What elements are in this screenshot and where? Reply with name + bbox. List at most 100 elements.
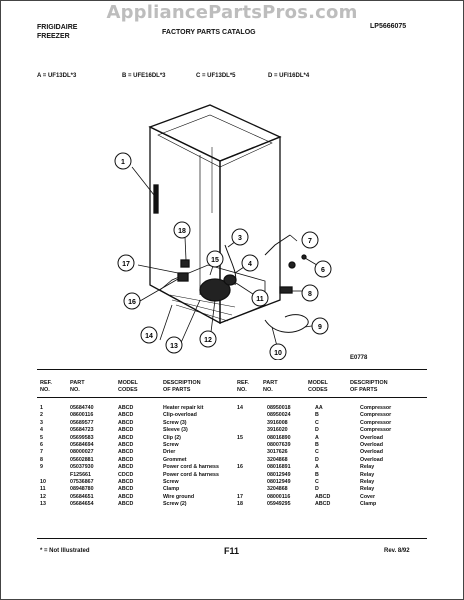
callout-18: 18 <box>173 221 191 239</box>
cell-desc: Relay <box>360 471 375 478</box>
cell-desc: Relay <box>360 464 375 471</box>
cell-ref: 6 <box>40 441 43 448</box>
cell-codes: A <box>315 434 319 441</box>
cell-codes: D <box>315 456 319 463</box>
svg-text:16: 16 <box>128 299 136 306</box>
cabinet-front <box>219 136 281 324</box>
cell-desc: Screw (2) <box>163 501 187 508</box>
cell-part: 3017626 <box>267 449 288 456</box>
cell-codes: AA <box>315 405 323 411</box>
cell-part: 08012949 <box>267 471 291 478</box>
cell-codes: ABCD <box>118 449 134 456</box>
callout-10: 10 <box>269 343 287 360</box>
table-bottom-rule <box>37 538 427 539</box>
cell-part: F125661 <box>70 471 91 478</box>
cell-desc: Screw <box>163 441 179 448</box>
cell-codes: C <box>315 419 319 426</box>
cell-desc: Power cord & harness <box>163 471 219 478</box>
cell-part: 07536867 <box>70 478 94 485</box>
table-row: 08012949 C Relay <box>237 479 427 486</box>
cell-codes: B <box>315 441 319 448</box>
cell-ref: 7 <box>40 449 43 456</box>
cell-codes: ABCD <box>118 434 134 441</box>
cell-part: 08000116 <box>267 493 291 500</box>
cell-desc: Cover <box>360 493 376 500</box>
watermark: AppliancePartsPros.com <box>106 2 358 23</box>
cell-part: 05684723 <box>70 427 94 434</box>
callout-3: 3 <box>231 228 249 246</box>
cell-codes: C <box>315 449 319 456</box>
cell-desc: Screw (3) <box>163 419 187 426</box>
cell-codes: ABCD <box>118 464 134 471</box>
cell-part: 08000027 <box>70 449 94 456</box>
cell-desc: Overload <box>360 456 383 463</box>
cell-part: 3204868 <box>267 456 288 463</box>
cell-ref: 5 <box>40 434 43 441</box>
cell-desc: Clamp <box>163 486 180 493</box>
cell-desc: Compressor <box>360 427 392 434</box>
cell-ref: 1 <box>40 405 43 411</box>
cabinet-top <box>148 104 282 162</box>
table-row: 3204868 D Overload <box>237 457 427 464</box>
cell-part: 05689577 <box>70 419 94 426</box>
callout-6: 6 <box>314 260 332 278</box>
callout-9: 9 <box>311 317 329 335</box>
cell-part: 08016891 <box>267 464 291 471</box>
model-a: A = UF13DL*3 <box>37 73 77 79</box>
svg-text:18: 18 <box>178 228 186 235</box>
cell-desc: Relay <box>360 478 375 485</box>
footnote: * = Not Illustrated <box>40 548 90 554</box>
table-row: 08012949 B Relay <box>237 472 427 479</box>
cell-codes: B <box>315 471 319 478</box>
callout-7: 7 <box>301 231 319 249</box>
catalog-number: LP5666075 <box>370 23 407 30</box>
svg-text:17: 17 <box>122 261 130 268</box>
cell-ref: 10 <box>40 478 46 485</box>
col-ref-left: REF.NO. <box>40 380 52 393</box>
cell-desc: Sleeve (3) <box>163 427 188 434</box>
cell-codes: C <box>315 478 319 485</box>
callout-8: 8 <box>301 284 319 302</box>
brand-line-1: FRIGIDAIRE <box>37 24 78 31</box>
svg-text:6: 6 <box>321 267 325 274</box>
header-rule <box>37 397 427 398</box>
cell-ref: 16 <box>237 464 243 471</box>
table-row: 3017626 C Overload <box>237 449 427 456</box>
brand-line-2: FREEZER <box>37 33 70 40</box>
cell-desc: Overload <box>360 449 383 456</box>
cell-part: 08948780 <box>70 486 94 493</box>
cell-desc: Clamp <box>360 501 377 508</box>
cell-part: 05684740 <box>70 405 94 411</box>
model-b: B = UFE16DL*3 <box>122 73 166 79</box>
cell-ref: 9 <box>40 464 43 471</box>
callout-17: 17 <box>117 254 135 272</box>
callout-13: 13 <box>165 336 183 354</box>
cell-part: 08012949 <box>267 478 291 485</box>
cell-desc: Overload <box>360 441 383 448</box>
cell-codes: ABCD <box>118 501 134 508</box>
svg-text:15: 15 <box>211 257 219 264</box>
callout-4: 4 <box>241 254 259 272</box>
cell-ref: 11 <box>40 486 46 493</box>
